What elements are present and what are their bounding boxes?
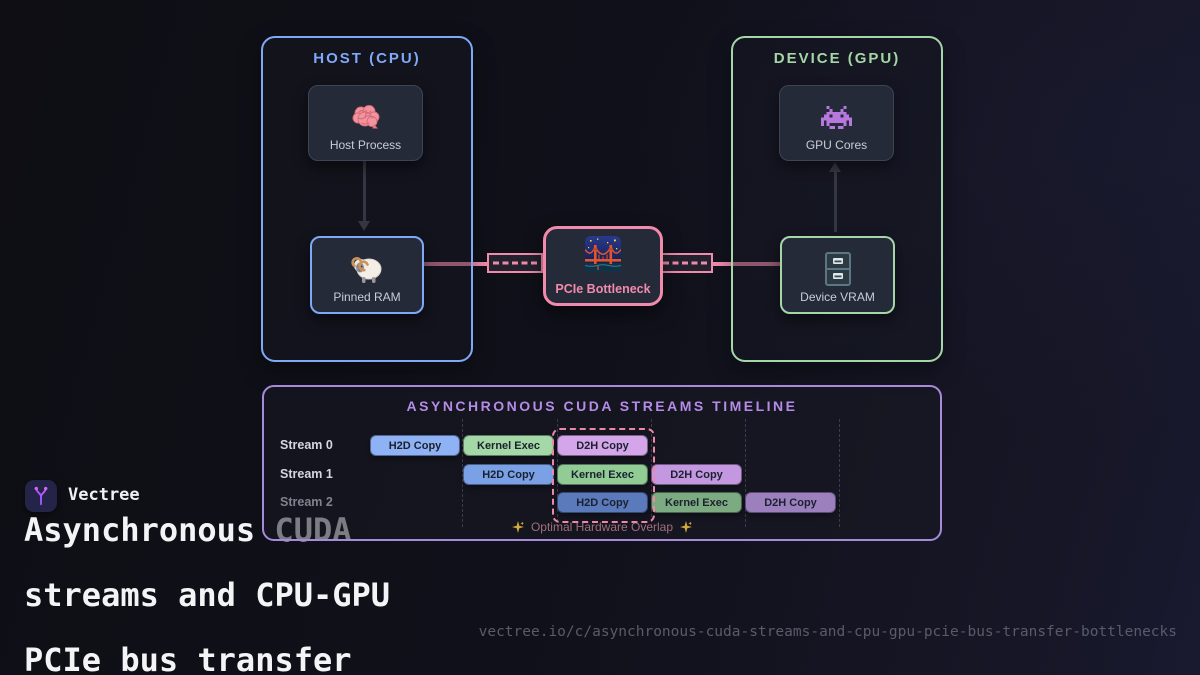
timeline-title: ASYNCHRONOUS CUDA STREAMS TIMELINE xyxy=(406,398,798,414)
stream-2-label: Stream 2 xyxy=(280,495,333,509)
brain-icon xyxy=(350,97,382,137)
timeline-gridline xyxy=(839,419,840,527)
gantt-bar: Kernel Exec xyxy=(651,492,742,513)
device-gpu-title: DEVICE (GPU) xyxy=(773,50,901,67)
overlap-highlight-box xyxy=(552,428,655,523)
sparkles-icon xyxy=(680,521,693,533)
space-invader-icon xyxy=(821,97,852,137)
ram-icon xyxy=(348,249,386,289)
device-vram-node: Device VRAM xyxy=(780,236,895,314)
host-to-ram-arrow xyxy=(358,161,370,231)
road-dash-marks xyxy=(492,261,538,265)
vram-to-cores-arrow xyxy=(829,162,841,232)
page-title-line: PCIe bus transfer xyxy=(24,641,352,675)
stream-1-label: Stream 1 xyxy=(280,467,333,481)
gpu-cores-label: GPU Cores xyxy=(805,138,868,152)
pinned-ram-label: Pinned RAM xyxy=(333,290,401,304)
pcie-bottleneck-label: PCIe Bottleneck xyxy=(555,282,651,296)
pinned-ram-node: Pinned RAM xyxy=(310,236,424,314)
gpu-cores-node: GPU Cores xyxy=(779,85,894,161)
file-cabinet-icon xyxy=(823,249,853,289)
timeline-caption-text: Optimal Hardware Overlap xyxy=(530,520,674,534)
timeline-caption: Optimal Hardware Overlap xyxy=(264,520,940,534)
pcie-road-right xyxy=(657,253,713,273)
vector-tree-icon xyxy=(34,486,48,506)
gantt-bar: D2H Copy xyxy=(651,464,742,485)
vectree-logo xyxy=(25,480,57,512)
timeline-gridline xyxy=(462,419,463,527)
pcie-bottleneck-node: PCIe Bottleneck xyxy=(543,226,663,306)
gantt-bar: H2D Copy xyxy=(370,435,460,456)
stream-0-label: Stream 0 xyxy=(280,438,333,452)
host-process-node: Host Process xyxy=(308,85,423,161)
pcie-road-left xyxy=(487,253,543,273)
sparkles-icon xyxy=(511,521,524,533)
timeline-gridline xyxy=(745,419,746,527)
gantt-bar: H2D Copy xyxy=(463,464,554,485)
road-dash-marks xyxy=(662,261,708,265)
host-cpu-title: HOST (CPU) xyxy=(313,50,421,67)
gantt-bar: D2H Copy xyxy=(745,492,836,513)
gantt-bar: D2H Copy xyxy=(557,435,648,456)
gantt-bar: Kernel Exec xyxy=(557,464,648,485)
bridge-at-night-icon xyxy=(584,236,622,277)
cuda-streams-timeline-panel: ASYNCHRONOUS CUDA STREAMS TIMELINE Strea… xyxy=(262,385,942,541)
gantt-bar: H2D Copy xyxy=(557,492,648,513)
canonical-url: vectree.io/c/asynchronous-cuda-streams-a… xyxy=(478,624,1177,640)
gantt-bar: Kernel Exec xyxy=(463,435,554,456)
device-vram-label: Device VRAM xyxy=(800,290,875,304)
brand-name: Vectree xyxy=(68,485,140,505)
page-title-line: streams and CPU-GPU xyxy=(24,576,391,614)
host-process-label: Host Process xyxy=(329,138,402,152)
